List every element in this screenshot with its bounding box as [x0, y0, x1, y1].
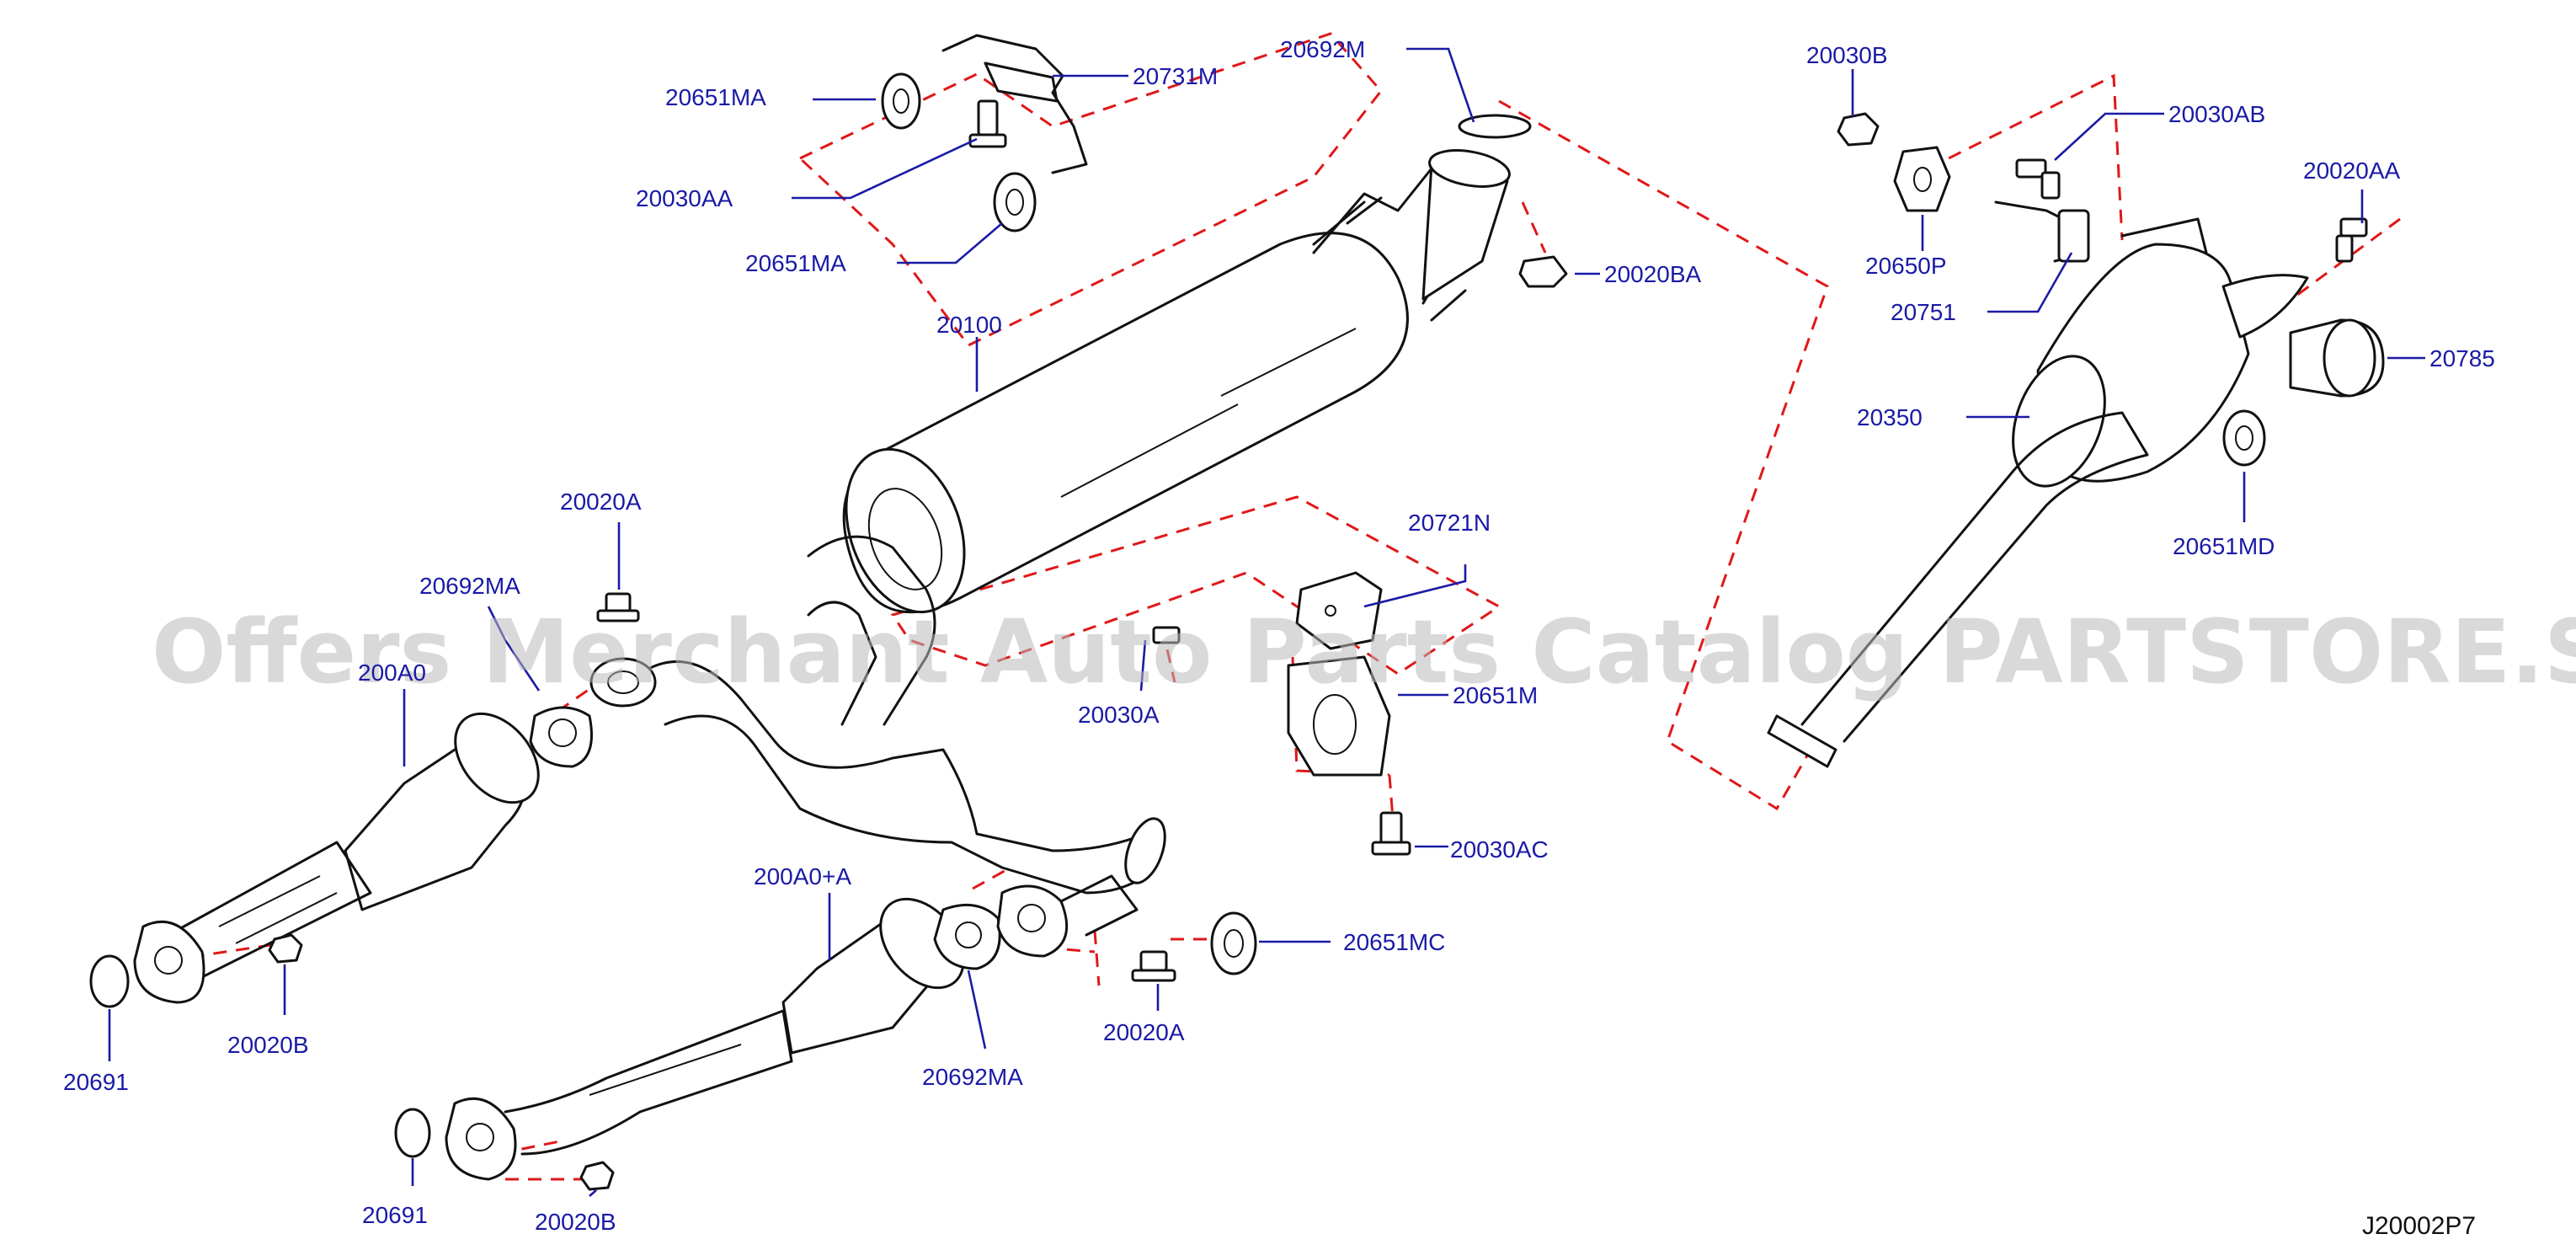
- gasket-20692MA-top: [529, 706, 593, 768]
- label-20030AB: 20030AB: [2168, 101, 2265, 127]
- front-pipe-y-assembly: [589, 535, 1166, 895]
- ring-20691-bottom: [394, 1108, 431, 1158]
- label-20020A-bottom: 20020A: [1103, 1019, 1185, 1045]
- label-20721N: 20721N: [1408, 510, 1491, 536]
- hanger-20651M: [1287, 655, 1391, 777]
- label-20020B-bottom: 20020B: [535, 1209, 616, 1235]
- label-20731M: 20731M: [1133, 63, 1218, 89]
- bolt-20020A-top: [596, 592, 640, 622]
- label-20692MA-bottom: 20692MA: [922, 1064, 1023, 1090]
- nut-20020BA: [1518, 255, 1568, 288]
- label-20030A: 20030A: [1078, 702, 1160, 728]
- label-20020AA: 20020AA: [2303, 158, 2401, 184]
- label-20020A-top: 20020A: [560, 489, 642, 515]
- bracket-20751: [1994, 200, 2090, 263]
- label-20651MD: 20651MD: [2173, 533, 2275, 559]
- label-20350: 20350: [1857, 404, 1923, 430]
- gasket-20692M: [1458, 114, 1532, 139]
- hanger-rubber-20650P: [1893, 146, 1951, 212]
- label-200A0A: 200A0+A: [754, 863, 851, 889]
- hanger-rubber-20651MA-mid: [993, 172, 1037, 232]
- label-20020B-left: 20020B: [227, 1032, 309, 1058]
- label-20651MC: 20651MC: [1343, 929, 1445, 955]
- heat-insulator-20785: [2289, 318, 2385, 398]
- label-20651M: 20651M: [1453, 682, 1538, 708]
- label-20651MA-top: 20651MA: [665, 84, 766, 110]
- nut-20020B-bottom: [579, 1161, 615, 1191]
- gasket-20692MA-bottom: [933, 903, 1001, 970]
- nut-20020B-left: [268, 933, 303, 964]
- catalyst-200A0: [167, 712, 540, 979]
- ring-20691-left: [89, 954, 130, 1008]
- tail-muffler-20350: [1767, 217, 2309, 768]
- part-labels: 20651MA 20731M 20030AA 20651MA 20692M 20…: [63, 36, 2495, 1235]
- diagram-code: J20002P7: [2362, 1212, 2476, 1240]
- bracket-20731M: [941, 34, 1088, 174]
- label-20650P: 20650P: [1865, 253, 1947, 279]
- bracket-20721N: [1295, 571, 1383, 650]
- assembly-outlines: [168, 32, 2401, 1181]
- hanger-rubber-20651MD: [2222, 409, 2266, 467]
- label-20751: 20751: [1891, 299, 1956, 325]
- label-20020BA: 20020BA: [1604, 261, 1702, 287]
- bolt-20030A: [1152, 626, 1181, 644]
- flange-20691-bottom: [445, 1097, 517, 1181]
- label-20030B: 20030B: [1806, 42, 1888, 68]
- label-20651MA-mid: 20651MA: [745, 250, 846, 276]
- catalyst-200A0A: [504, 897, 965, 1156]
- flange-pipe-bottom: [996, 874, 1139, 958]
- bolt-20020A-bottom: [1131, 950, 1176, 982]
- label-200A0: 200A0: [358, 660, 426, 686]
- watermark-text: Offers Merchant Auto Parts Catalog PARTS…: [152, 601, 2576, 703]
- label-20030AC: 20030AC: [1450, 836, 1549, 863]
- label-20691-bottom: 20691: [362, 1202, 428, 1228]
- hanger-rubber-20651MA-top: [881, 72, 921, 130]
- label-20692MA-top: 20692MA: [419, 573, 520, 599]
- nut-20030B: [1837, 112, 1880, 147]
- label-20785: 20785: [2429, 345, 2495, 371]
- hanger-rubber-20651MC: [1210, 911, 1257, 975]
- muffler-20100: [842, 149, 1511, 614]
- bolt-20030AA: [968, 99, 1007, 148]
- bolt-20020AA: [2335, 217, 2368, 263]
- flange-20691-left: [133, 920, 205, 1004]
- leader-lines: [108, 47, 2425, 1197]
- bolt-20030AB: [2015, 158, 2061, 200]
- bolt-20030AC: [1371, 811, 1411, 856]
- label-20030AA: 20030AA: [636, 185, 733, 211]
- label-20100: 20100: [936, 312, 1002, 338]
- label-20691-left: 20691: [63, 1069, 129, 1095]
- label-20692M: 20692M: [1280, 36, 1365, 62]
